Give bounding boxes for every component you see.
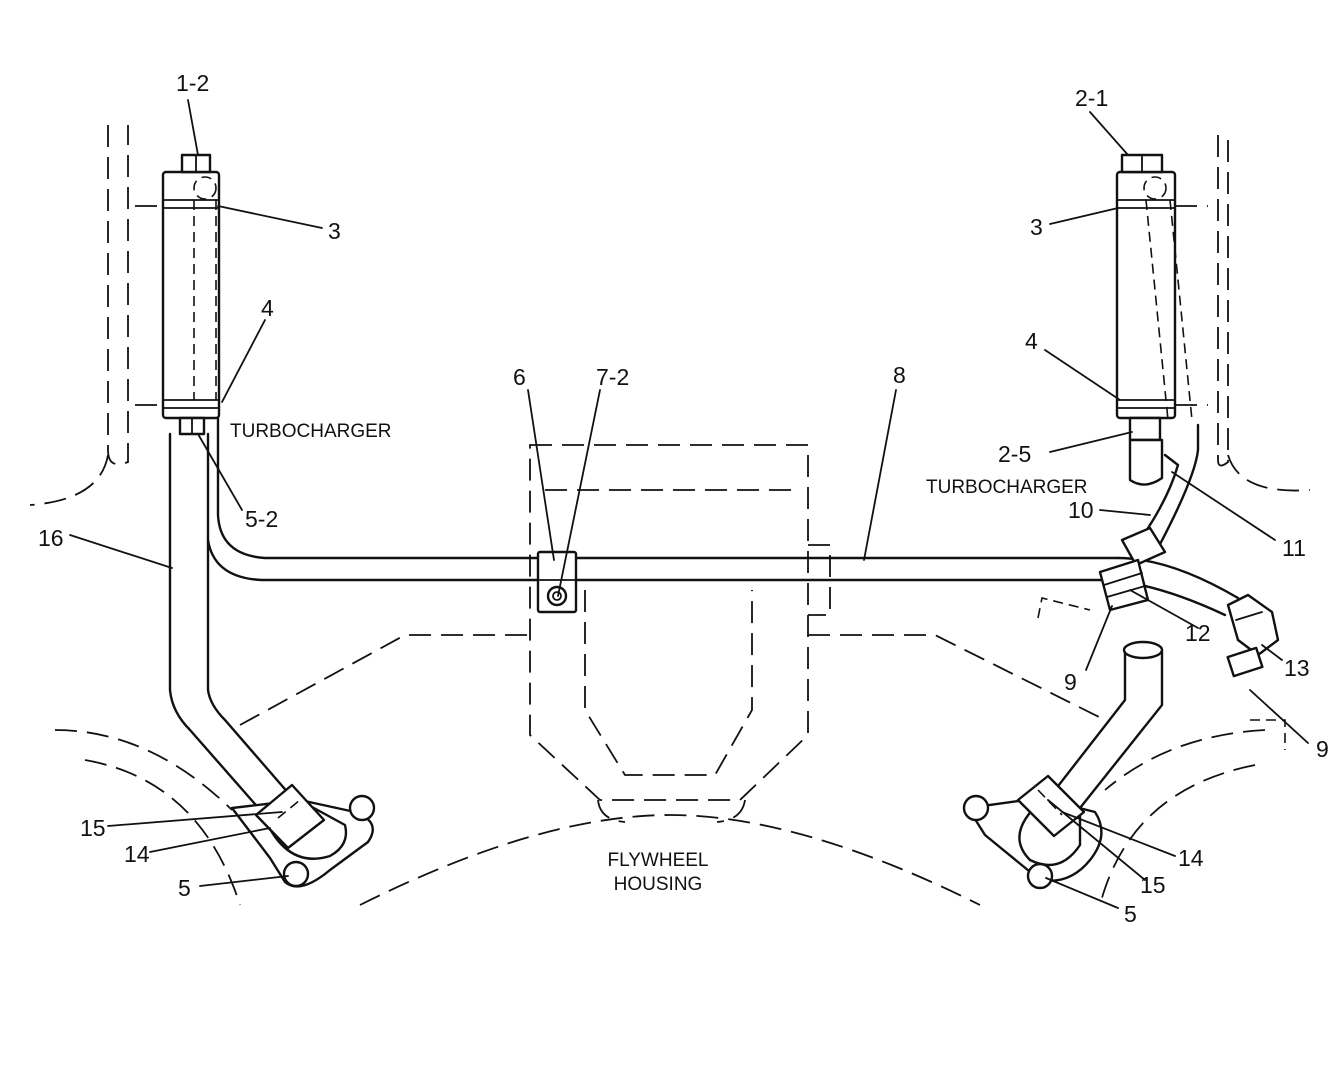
callout-10: 10: [1068, 497, 1094, 523]
callout-7-2: 7-2: [596, 364, 629, 390]
callout-3-right: 3: [1030, 214, 1043, 240]
callout-4-left: 4: [261, 295, 274, 321]
callout-2-1: 2-1: [1075, 85, 1108, 111]
label-turbocharger-right: TURBOCHARGER: [926, 477, 1088, 498]
callout-13: 13: [1284, 655, 1310, 681]
callout-14-right: 14: [1178, 845, 1204, 871]
callout-15-right: 15: [1140, 872, 1166, 898]
callout-5-left: 5: [178, 875, 191, 901]
callout-5-right: 5: [1124, 901, 1137, 927]
callout-14-left: 14: [124, 841, 150, 867]
right-drain-flange: [962, 774, 1103, 890]
label-turbocharger-left: TURBOCHARGER: [230, 421, 392, 442]
word-labels: TURBOCHARGER TURBOCHARGER FLYWHEEL HOUSI…: [230, 421, 1088, 895]
center-clamp: [536, 550, 578, 614]
left-turbocharger: [161, 153, 221, 436]
callout-9-left: 9: [1064, 669, 1077, 695]
callout-6: 6: [513, 364, 526, 390]
callout-numbers: 1-2 2-1 3 3 4 4 5-2 2-5 6 7-2 8 10 11 12…: [38, 70, 1329, 927]
callout-4-right: 4: [1025, 328, 1038, 354]
callout-1-2: 1-2: [176, 70, 209, 96]
callout-12: 12: [1185, 620, 1211, 646]
label-flywheel: FLYWHEEL: [607, 850, 708, 871]
phantom-outlines: [29, 125, 1311, 906]
leader-lines: [69, 99, 1309, 909]
callout-3-left: 3: [328, 218, 341, 244]
callout-16: 16: [38, 525, 64, 551]
callout-2-5: 2-5: [998, 441, 1031, 467]
right-turbocharger: [1115, 153, 1193, 486]
callout-11: 11: [1282, 535, 1306, 561]
callout-5-2: 5-2: [245, 506, 278, 532]
fittings: [1098, 526, 1280, 678]
callout-8: 8: [893, 362, 906, 388]
callout-9-right: 9: [1316, 736, 1329, 762]
label-housing: HOUSING: [614, 874, 703, 895]
left-drain-flange: [230, 783, 376, 888]
oil-lines: [168, 416, 1240, 814]
callout-15-left: 15: [80, 815, 106, 841]
